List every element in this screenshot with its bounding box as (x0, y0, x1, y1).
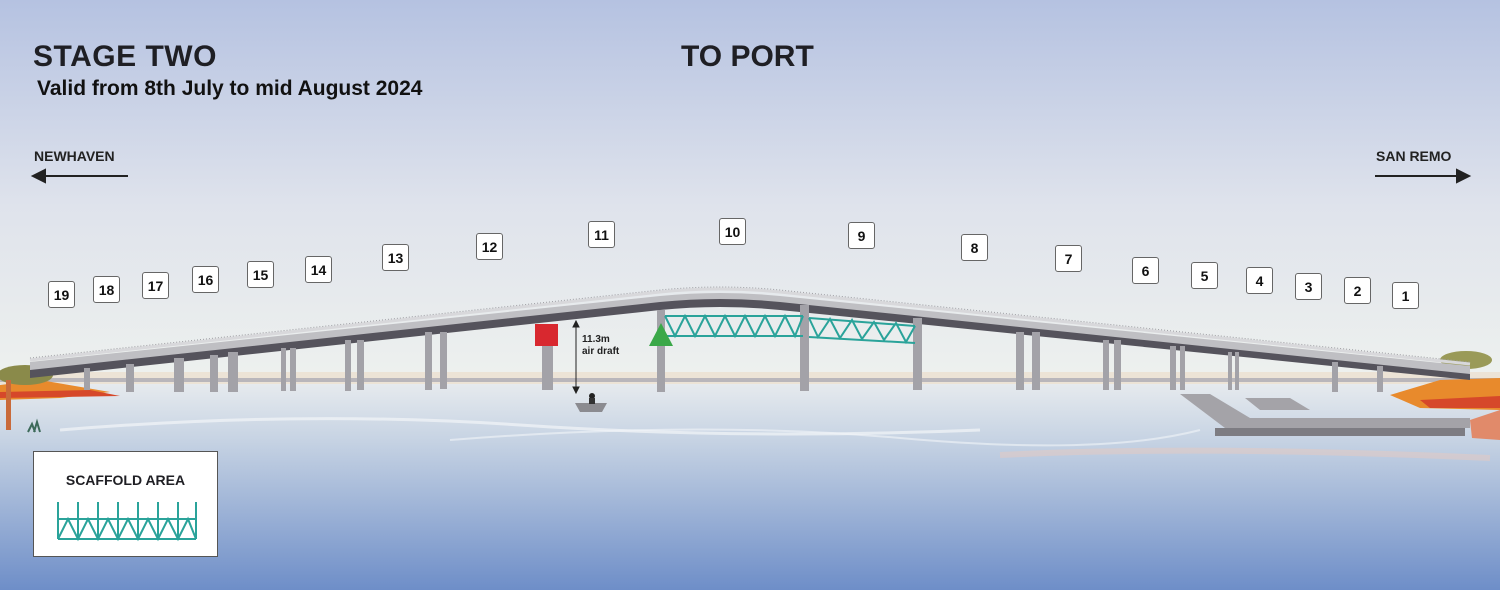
to-port-title: TO PORT (681, 40, 814, 73)
air-draft-arrow (572, 319, 580, 395)
span-label-5: 5 (1191, 262, 1218, 289)
port-marker-red-square (535, 324, 558, 346)
legend-scaffold-area: SCAFFOLD AREA (33, 451, 218, 557)
legend-title: SCAFFOLD AREA (65, 472, 186, 488)
span-label-14: 14 (305, 256, 332, 283)
bridge-piers (84, 305, 1383, 392)
span-label-12: 12 (476, 233, 503, 260)
span-label-13: 13 (382, 244, 409, 271)
span-label-15: 15 (247, 261, 274, 288)
span-label-19: 19 (48, 281, 75, 308)
span-label-10: 10 (719, 218, 746, 245)
span-label-7: 7 (1055, 245, 1082, 272)
bridge (29, 286, 1471, 380)
san-remo-label: SAN REMO (1376, 148, 1452, 164)
stage-title: STAGE TWO (33, 40, 217, 73)
span-label-1: 1 (1392, 282, 1419, 309)
span-label-17: 17 (142, 272, 169, 299)
span-label-16: 16 (192, 266, 219, 293)
jetty (1180, 394, 1470, 436)
air-draft-text: air draft (582, 346, 620, 357)
arrow-right-icon (1375, 168, 1472, 184)
boat-icon (575, 393, 607, 412)
span-label-2: 2 (1344, 277, 1371, 304)
starboard-marker-green-triangle (649, 323, 673, 346)
validity-subtitle: Valid from 8th July to mid August 2024 (37, 77, 423, 100)
span-label-9: 9 (848, 222, 875, 249)
newhaven-label: NEWHAVEN (34, 148, 115, 164)
span-label-4: 4 (1246, 267, 1273, 294)
scaffold-area (664, 313, 916, 345)
span-label-18: 18 (93, 276, 120, 303)
scaffold-legend-icon (57, 502, 197, 542)
san-remo-shore (1390, 351, 1500, 440)
span-label-11: 11 (588, 221, 615, 248)
span-label-6: 6 (1132, 257, 1159, 284)
air-draft-value: 11.3m (582, 334, 610, 345)
arrow-left-icon (30, 168, 128, 184)
air-draft-label: 11.3m air draft (582, 334, 619, 358)
span-label-8: 8 (961, 234, 988, 261)
span-label-3: 3 (1295, 273, 1322, 300)
